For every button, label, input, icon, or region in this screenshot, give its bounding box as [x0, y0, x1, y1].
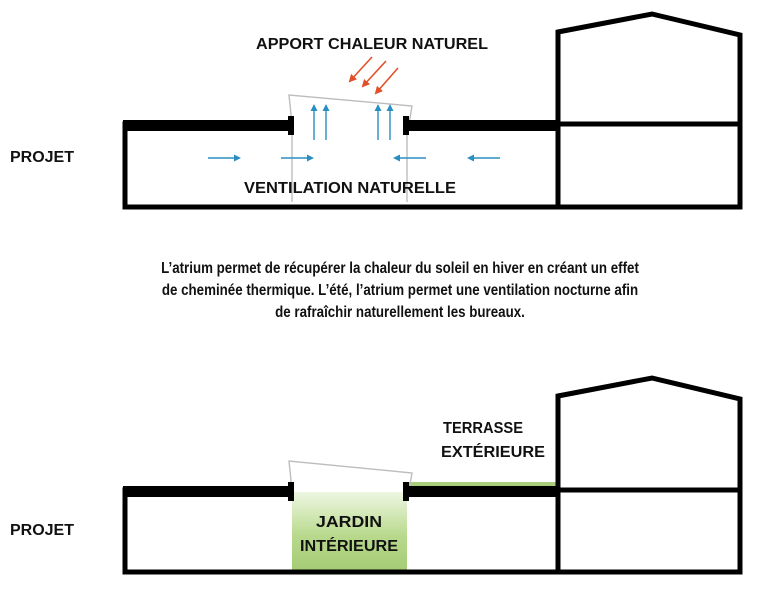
slab-end-right: [403, 116, 409, 135]
interior-garden: [292, 492, 407, 572]
slab-end-left: [288, 116, 294, 135]
roof-slab-left-bottom: [123, 486, 292, 497]
building-outline-top: [122, 11, 743, 210]
atrium-glazing-bottom: [288, 460, 413, 491]
sun-arrows: [348, 56, 399, 95]
caption-text: L’atrium permet de récupérer la chaleur …: [125, 258, 675, 324]
roof-slab-right-bottom: [407, 486, 558, 497]
projet-label-top: PROJET: [10, 149, 75, 166]
terrace-label-line1: TERRASSE: [443, 420, 523, 437]
garden-label-line2: INTÉRIEURE: [300, 536, 398, 555]
sun-arrow: [361, 60, 387, 88]
roof-slab-left: [123, 120, 292, 131]
top-section: APPORT CHALEUR NATUREL PROJET: [10, 11, 743, 210]
caption-line: de cheminée thermique. L’été, l’atrium p…: [161, 282, 639, 299]
slab-end-right-bottom: [403, 482, 409, 501]
air-arrows: [208, 104, 500, 162]
bottom-section: PROJET TERRASSE EXTÉRIEURE JARDIN INTÉRI…: [10, 375, 743, 575]
ventilation-label: VENTILATION NATURELLE: [244, 180, 456, 197]
heat-title: APPORT CHALEUR NATUREL: [256, 36, 488, 53]
roof-slab-right: [407, 120, 558, 131]
slab-end-left-bottom: [288, 482, 294, 501]
terrace-strip: [409, 482, 558, 488]
caption-line: L’atrium permet de récupérer la chaleur …: [161, 260, 639, 277]
sun-arrow: [348, 56, 373, 83]
sun-arrow: [374, 67, 399, 95]
atrium-glazing: [288, 94, 413, 202]
terrace-label-line2: EXTÉRIEURE: [441, 442, 545, 461]
projet-label-bottom: PROJET: [10, 522, 75, 539]
building-outline-bottom: [122, 375, 743, 575]
caption-line: de rafraîchir naturellement les bureaux.: [275, 304, 525, 321]
garden-label-line1: JARDIN: [316, 514, 382, 531]
